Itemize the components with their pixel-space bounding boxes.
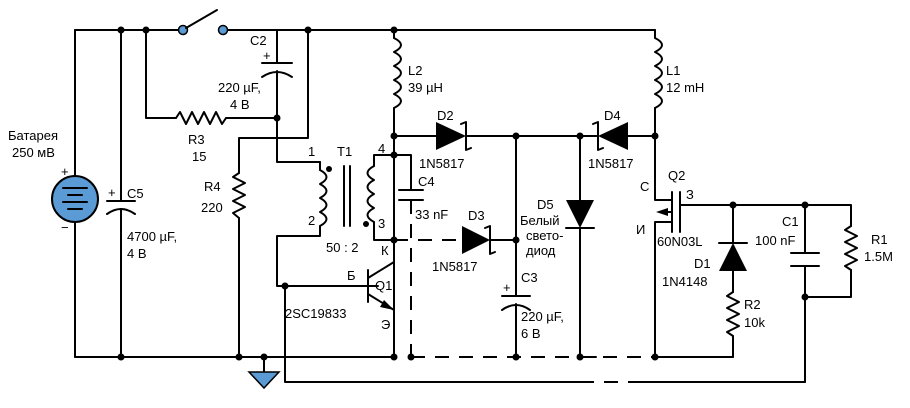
diode-d2: D2 1N5817	[393, 108, 581, 171]
junction	[576, 353, 584, 361]
junction	[304, 26, 312, 34]
capacitor-c2: C2 + 220 µF, 4 В	[218, 29, 321, 163]
r4-name: R4	[204, 179, 221, 194]
battery: Батарея 250 мВ + −	[8, 29, 99, 358]
transistor-q1: Б К Э Q1 2SC19833	[285, 239, 395, 358]
c5-value2: 4 В	[127, 246, 147, 261]
junction	[390, 353, 398, 361]
diode-d3: D3 1N5817	[394, 208, 517, 274]
r1-value: 1.5M	[864, 249, 893, 264]
c3-value1: 220 µF,	[521, 309, 564, 324]
capacitor-c4: C4 33 nF	[393, 154, 448, 358]
c1-name: C1	[782, 214, 799, 229]
junction	[390, 26, 398, 34]
d4-value: 1N5817	[588, 156, 634, 171]
r2-value: 10k	[744, 315, 765, 330]
q1-part: 2SC19833	[285, 306, 346, 321]
c2-value1: 220 µF,	[218, 80, 261, 95]
d5-name: D5	[537, 197, 554, 212]
c2-name: C2	[250, 33, 267, 48]
battery-name: Батарея	[8, 128, 58, 143]
resistor-r1: R1 1.5M	[804, 204, 893, 298]
polarity-dot	[363, 221, 369, 227]
junction	[142, 26, 150, 34]
c3-name: C3	[521, 270, 538, 285]
battery-value: 250 мВ	[12, 145, 55, 160]
polarity-dot	[326, 166, 332, 172]
junction	[273, 114, 281, 122]
c3-value2: 6 В	[521, 326, 541, 341]
d3-name: D3	[468, 208, 485, 223]
t1-pin1: 1	[308, 144, 315, 159]
ground-rail	[74, 356, 734, 390]
junction	[407, 353, 415, 361]
r4-value: 220	[201, 200, 223, 215]
q1-emitter: Э	[381, 317, 390, 332]
r3-name: R3	[188, 132, 205, 147]
c1-value: 100 nF	[755, 233, 796, 248]
c2-plus: +	[263, 48, 271, 63]
transformer-t1: T1 50 : 2 1 2 3 4	[276, 141, 395, 287]
capacitor-c1: C1 100 nF	[755, 204, 820, 383]
d3-value: 1N5817	[432, 259, 478, 274]
switch	[177, 9, 229, 36]
l1-name: L1	[666, 63, 680, 78]
l1-value: 12 mH	[666, 80, 704, 95]
q2-source: С	[640, 179, 649, 194]
c5-name: C5	[127, 186, 144, 201]
junction	[117, 353, 125, 361]
d2-name: D2	[437, 108, 454, 123]
diode-d1: D1 1N4148	[662, 204, 748, 293]
q1-name: Q1	[375, 278, 392, 293]
q2-name: Q2	[668, 168, 685, 183]
d5-line3: диод	[526, 243, 556, 258]
t1-ratio: 50 : 2	[326, 240, 359, 255]
q2-drain: И	[636, 222, 645, 237]
c3-plus: +	[503, 280, 511, 295]
q2-part: 60N03L	[657, 234, 703, 249]
battery-plus: +	[61, 164, 69, 179]
c5-value1: 4700 µF,	[127, 229, 177, 244]
resistor-r2: R2 10k	[726, 291, 765, 358]
t1-pin2: 2	[308, 213, 315, 228]
c4-name: C4	[418, 174, 435, 189]
d2-value: 1N5817	[419, 156, 465, 171]
c5-plus: +	[108, 185, 116, 200]
junction	[235, 353, 243, 361]
inductor-l1: L1 12 mH	[654, 29, 704, 137]
r2-name: R2	[744, 297, 761, 312]
return-rail	[284, 285, 806, 383]
q1-base: Б	[347, 268, 356, 283]
resistor-r3: R3 15	[145, 29, 278, 164]
capacitor-c3: + C3 220 µF, 6 В	[501, 135, 564, 358]
r1-name: R1	[871, 232, 888, 247]
capacitor-c5: + C5 4700 µF, 4 В	[106, 29, 177, 358]
d5-line1: Белый	[520, 213, 560, 228]
c2-value2: 4 В	[230, 97, 250, 112]
d5-line2: свето-	[526, 228, 563, 243]
l2-name: L2	[408, 63, 422, 78]
r3-value: 15	[192, 149, 206, 164]
junction	[260, 353, 268, 361]
t1-pin4: 4	[378, 141, 385, 156]
mosfet-q2: Q2 С З И 60N03L	[636, 135, 806, 358]
c4-value: 33 nF	[415, 207, 448, 222]
t1-name: T1	[337, 144, 352, 159]
q1-collector: К	[381, 243, 389, 258]
inductor-l2: L2 39 µH	[393, 29, 443, 359]
d1-name: D1	[694, 256, 711, 271]
battery-minus: −	[61, 220, 69, 235]
l2-value: 39 µH	[408, 80, 443, 95]
led-d5: D5 Белый свето- диод	[520, 135, 595, 358]
q2-gate: З	[686, 187, 694, 202]
junction	[117, 26, 125, 34]
d4-name: D4	[604, 108, 621, 123]
diode-d4: D4 1N5817	[579, 108, 656, 171]
d1-value: 1N4148	[662, 274, 708, 289]
resistor-r4: R4 220	[201, 29, 309, 358]
t1-pin3: 3	[378, 216, 385, 231]
